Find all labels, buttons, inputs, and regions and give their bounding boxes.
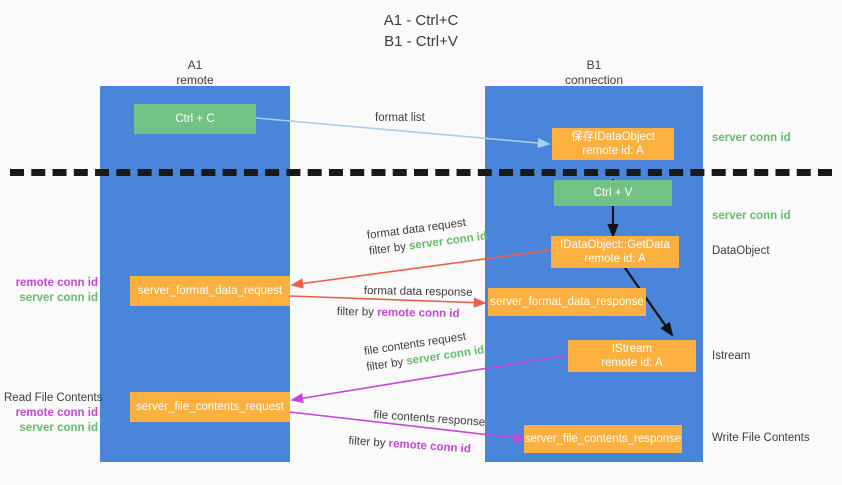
node-server-file-contents-response-label: server_file_contents_response	[524, 433, 682, 445]
node-ctrl-v[interactable]: Ctrl + V	[554, 180, 672, 206]
edge-label-format-data-response: format data response	[364, 283, 473, 301]
node-server-file-contents-request[interactable]: server_file_contents_request	[130, 392, 290, 422]
node-idataobject-getdata[interactable]: IDataObject::GetData remote id: A	[551, 236, 679, 268]
filter-prefix: filter by	[368, 240, 410, 258]
lane-header-b1-name: B1	[586, 58, 602, 72]
annotation-server-conn-id-1: server conn id	[712, 132, 791, 144]
lane-header-b1: B1 connection	[485, 58, 703, 88]
node-server-file-contents-request-label: server_file_contents_request	[136, 401, 284, 413]
arrow-file-contents-response	[289, 411, 527, 443]
phase-separator-dashed-line	[10, 169, 832, 176]
lane-header-a1-sub: remote	[176, 73, 214, 87]
node-server-format-data-response[interactable]: server_format_data_response	[488, 288, 646, 316]
annotation-group-file-conn-ids: Read File Contents remote conn id server…	[4, 391, 103, 436]
edge-label-format-list-text: format list	[375, 112, 425, 124]
annotation-read-file-contents: Read File Contents	[4, 392, 103, 404]
node-ctrl-c[interactable]: Ctrl + C	[134, 104, 256, 134]
annotation-istream: Istream	[712, 350, 751, 362]
edge-label-format-list: format list	[375, 110, 425, 126]
lane-header-a1: A1 remote	[100, 58, 290, 88]
filter-key-remote-conn-id: remote conn id	[377, 306, 460, 321]
arrow-format-data-request	[290, 249, 552, 289]
annotation-remote-conn-id-format: remote conn id	[15, 277, 98, 289]
node-idataobject-getdata-label: IDataObject::GetData	[560, 239, 670, 251]
node-ctrl-v-label: Ctrl + V	[593, 187, 633, 199]
arrow-format-list	[255, 117, 551, 149]
annotation-write-file-contents: Write File Contents	[712, 432, 810, 444]
node-server-format-data-request[interactable]: server_format_data_request	[130, 276, 290, 306]
node-save-idataobject[interactable]: 保存IDataObject remote id: A	[552, 128, 674, 160]
edge-label-format-data-response-text: format data response	[363, 284, 473, 299]
annotation-group-format-conn-ids: remote conn id server conn id	[10, 276, 98, 306]
diagram-title: A1 - Ctrl+C B1 - Ctrl+V	[0, 10, 842, 52]
node-save-idataobject-label: 保存IDataObject	[571, 131, 655, 143]
annotation-remote-conn-id-file: remote conn id	[15, 407, 98, 419]
annotation-server-conn-id-file: server conn id	[19, 422, 98, 434]
node-ctrl-c-label: Ctrl + C	[175, 113, 215, 125]
title-line-2: B1 - Ctrl+V	[384, 33, 458, 50]
node-idataobject-getdata-sub: remote id: A	[584, 253, 646, 265]
annotation-server-conn-id-format: server conn id	[19, 292, 98, 304]
lane-header-b1-sub: connection	[564, 73, 624, 87]
title-line-1: A1 - Ctrl+C	[383, 12, 459, 29]
node-server-format-data-response-label: server_format_data_response	[490, 296, 644, 308]
node-server-file-contents-response[interactable]: server_file_contents_response	[524, 425, 682, 453]
filter-prefix: filter by	[348, 434, 390, 450]
arrow-getdata-to-istream	[622, 264, 674, 337]
arrow-file-contents-request	[290, 354, 569, 404]
node-server-format-data-request-label: server_format_data_request	[137, 285, 283, 297]
annotation-server-conn-id-2: server conn id	[712, 210, 791, 222]
node-istream-label: IStream	[611, 343, 653, 355]
node-istream[interactable]: IStream remote id: A	[568, 340, 696, 372]
node-istream-sub: remote id: A	[601, 357, 663, 369]
lane-header-a1-name: A1	[187, 58, 203, 72]
node-save-idataobject-sub: remote id: A	[582, 145, 644, 157]
filter-prefix: filter by	[336, 305, 378, 319]
arrow-format-data-response	[289, 295, 487, 308]
annotation-dataobject: DataObject	[712, 245, 770, 257]
edge-label-format-data-response-filter: filter by remote conn id	[337, 304, 460, 322]
